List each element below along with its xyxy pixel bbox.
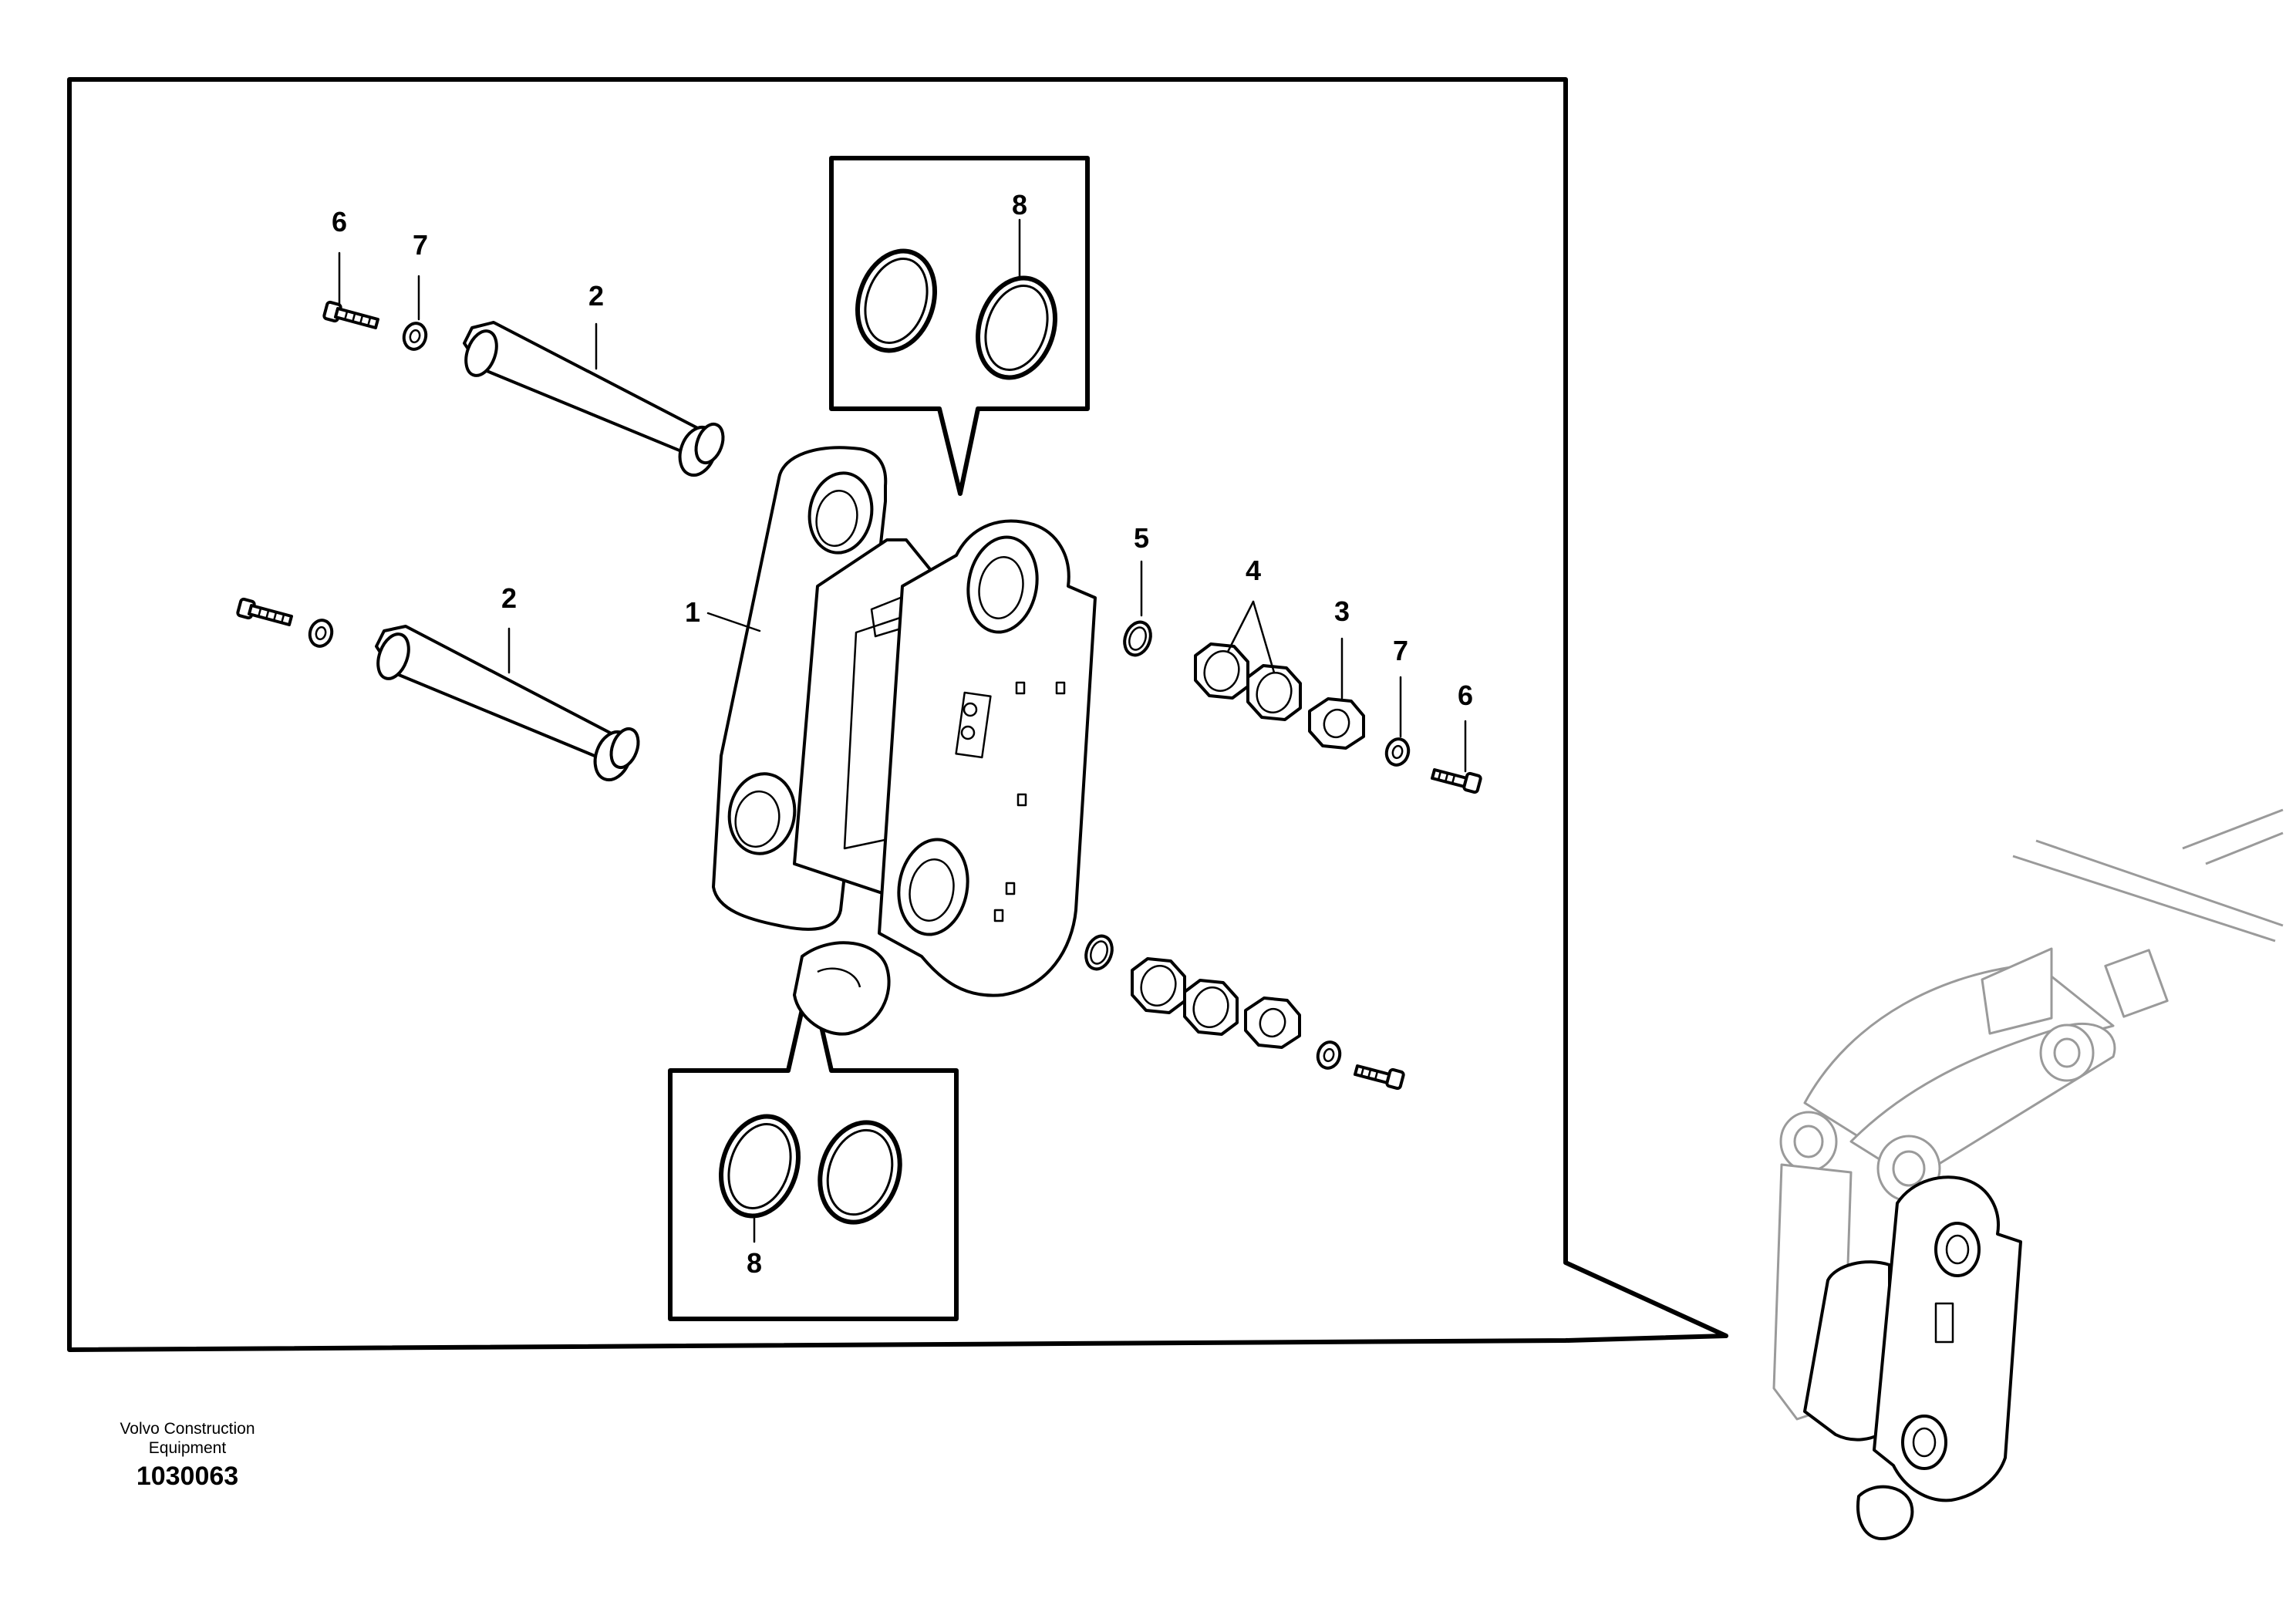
quick-coupler-body [712, 446, 1097, 1036]
cover-plate [1308, 697, 1365, 750]
callout-label: 7 [413, 229, 428, 261]
seal-ring [976, 275, 1057, 380]
publisher-label: Volvo Construction Equipment [120, 1420, 255, 1457]
callout-label: 7 [1393, 635, 1408, 666]
callout-label: 6 [1458, 679, 1473, 711]
callout-label: 2 [588, 280, 604, 312]
snap-ring-lower [1084, 934, 1114, 971]
washer-right [1384, 737, 1411, 767]
machine-context-view [1772, 808, 2284, 1540]
callout-label: 8 [1012, 189, 1027, 221]
callout-label: 3 [1334, 595, 1350, 627]
callout-label: 1 [685, 596, 700, 628]
screw-right [1431, 768, 1482, 794]
inset-top-seal-rings: 8 [829, 156, 1090, 496]
screw-lower-left [236, 597, 293, 626]
inset-bottom-seal-rings: 8 [668, 973, 959, 1321]
detail-frame [67, 77, 1728, 1352]
washer-lower-right [1316, 1040, 1342, 1070]
callout-label: 8 [747, 1247, 762, 1279]
seal-ring [719, 1114, 801, 1219]
screw-lower-right [1354, 1064, 1405, 1091]
callout-label: 2 [501, 582, 517, 614]
washer-upper-left [402, 322, 428, 351]
callout-label: 4 [1246, 555, 1261, 586]
screw-upper-left [322, 300, 379, 329]
shim-plate-lower [1131, 957, 1186, 1014]
document-number: 1030063 [136, 1462, 239, 1491]
shim-plate [1246, 664, 1302, 721]
callout-label: 6 [332, 206, 347, 238]
shim-plate [1194, 642, 1249, 700]
seal-ring [818, 1120, 902, 1225]
callout-label: 5 [1134, 522, 1149, 554]
cover-plate-lower [1244, 996, 1301, 1049]
pin-upper [463, 321, 725, 477]
shim-plate-lower [1183, 979, 1239, 1036]
pin-lower [375, 625, 640, 781]
washer-lower-left [308, 619, 334, 648]
snap-ring [1123, 620, 1152, 657]
seal-ring [855, 248, 937, 353]
